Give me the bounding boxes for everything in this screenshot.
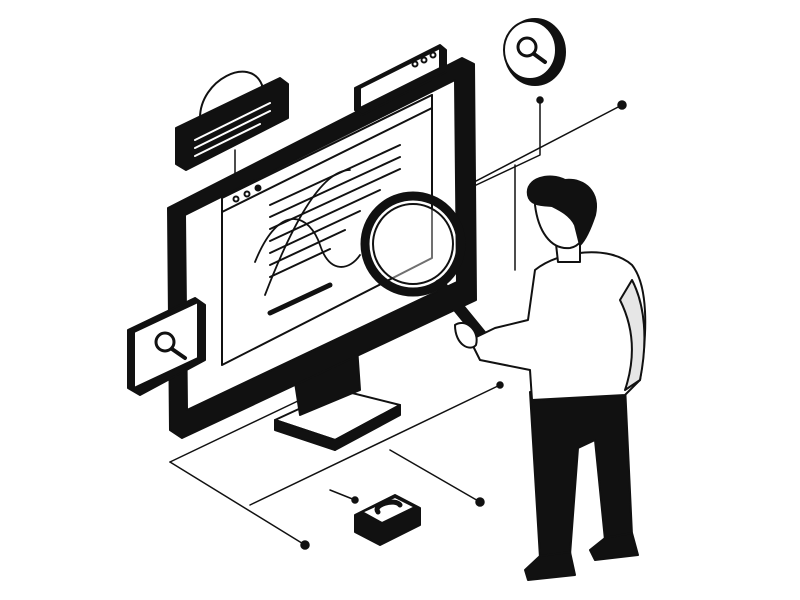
node-dot (536, 96, 544, 104)
shoe (589, 532, 639, 561)
node-dot (496, 381, 504, 389)
hair (526, 175, 597, 246)
pants (529, 384, 633, 559)
chart-curve (264, 169, 351, 296)
window-dot (232, 195, 240, 203)
search-card-left (127, 297, 206, 396)
search-badge-top (503, 18, 566, 86)
magnifying-glass (360, 191, 491, 346)
c-token (354, 494, 421, 546)
shoe (524, 551, 576, 581)
chart-curve (254, 218, 361, 268)
window-dot (243, 190, 251, 198)
monitor (167, 57, 477, 439)
text-lines (267, 144, 401, 316)
shirt (469, 251, 647, 401)
search-icon (154, 331, 187, 360)
node-dot (475, 497, 485, 507)
person (454, 175, 647, 581)
node-dot (300, 540, 310, 550)
cloud-card (175, 70, 289, 171)
hand (454, 322, 478, 349)
search-icon (516, 36, 547, 64)
browser-card (354, 44, 447, 116)
node-dot (351, 496, 359, 504)
window-dot (254, 184, 262, 192)
node-dot (617, 100, 627, 110)
